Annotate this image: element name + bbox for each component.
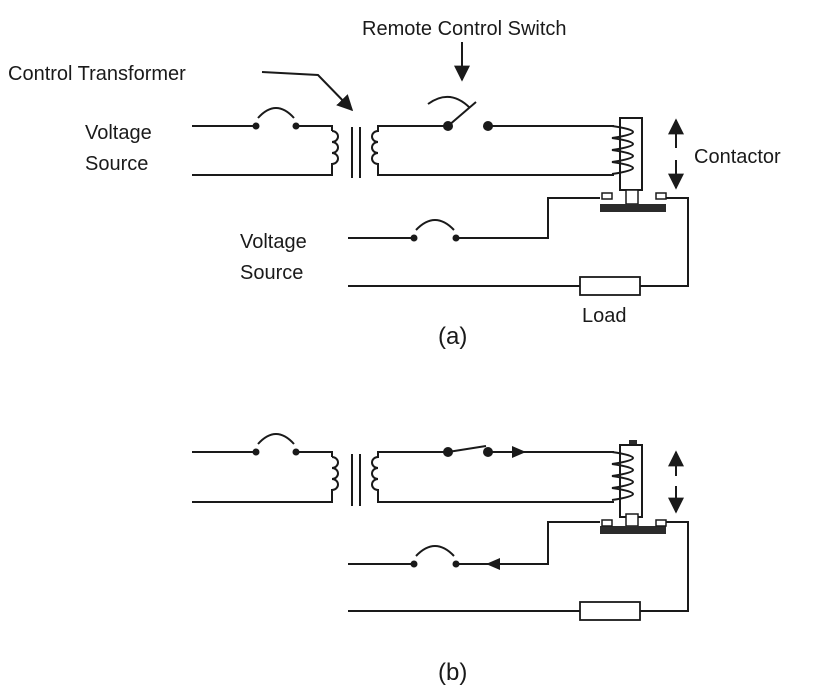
b-load-resistor — [579, 601, 641, 621]
transformer-leader-arrow — [261, 71, 354, 112]
load-resistor — [579, 276, 641, 296]
remote-switch-blade-open — [447, 101, 477, 127]
contactor-coil-winding — [611, 125, 634, 175]
b-transformer-primary-winding — [192, 456, 339, 503]
b-contactor-top-cap — [629, 440, 637, 445]
control-transformer-label: Control Transformer — [8, 63, 186, 85]
b-contactor-stationary-contact-right — [655, 519, 667, 527]
b-load-circuit-wire-right — [640, 521, 689, 612]
contactor-stationary-contact-left — [601, 192, 613, 200]
voltage-source-2-label-top: Voltage — [240, 231, 307, 253]
remote-control-switch-label: Remote Control Switch — [362, 18, 567, 40]
remote-switch-contact-right — [483, 121, 493, 131]
caption-a: (a) — [438, 323, 467, 350]
b-remote-switch-blade-closed — [447, 445, 487, 453]
primary-switch-arc — [257, 107, 295, 119]
load-label: Load — [582, 305, 627, 327]
transformer-primary-winding — [192, 130, 339, 176]
voltage-source-label-top: Voltage — [85, 122, 152, 144]
contactor-plunger — [625, 189, 639, 205]
b-primary-switch-arc — [257, 433, 295, 445]
primary-wire-to-coil — [298, 125, 333, 131]
b-contactor-bridge-bar — [600, 526, 666, 534]
b-current-flow-arrow-control — [512, 446, 526, 458]
transformer-secondary-winding — [371, 125, 382, 176]
b-primary-wire-to-coil — [298, 451, 333, 457]
primary-switch-contact-left — [252, 122, 260, 130]
load-circuit-wire-right — [640, 197, 689, 287]
voltage-source-2-label-bottom: Source — [240, 262, 303, 284]
b-current-flow-arrow-load — [486, 558, 500, 570]
b-remote-switch-contact-right — [483, 447, 493, 457]
b-primary-switch-contact-right — [292, 448, 300, 456]
b-load-switch-contact-right — [452, 560, 460, 568]
load-switch-arc — [415, 219, 455, 231]
diagram-b: (b) — [192, 433, 689, 686]
contactor-bridge-bar — [600, 204, 666, 212]
b-transformer-secondary-winding — [371, 451, 382, 503]
load-switch-contact-left — [410, 234, 418, 242]
voltage-source-label-bottom: Source — [85, 153, 148, 175]
b-load-switch-contact-left — [410, 560, 418, 568]
b-primary-switch-contact-left — [252, 448, 260, 456]
caption-b: (b) — [438, 659, 467, 686]
load-circuit-wire-to-contactor — [458, 197, 600, 239]
contactor-label: Contactor — [694, 146, 781, 168]
diagram-a: Remote Control Switch Control Transforme… — [8, 18, 781, 350]
b-contactor-coil-winding — [611, 451, 634, 501]
b-contactor-plunger — [625, 513, 639, 527]
remote-switch-motion-arc — [427, 96, 471, 109]
contactor-stationary-contact-right — [655, 192, 667, 200]
primary-switch-contact-right — [292, 122, 300, 130]
b-load-switch-arc — [415, 545, 455, 557]
b-load-circuit-wire-to-contactor — [458, 521, 600, 565]
b-contactor-stationary-contact-left — [601, 519, 613, 527]
load-switch-contact-right — [452, 234, 460, 242]
